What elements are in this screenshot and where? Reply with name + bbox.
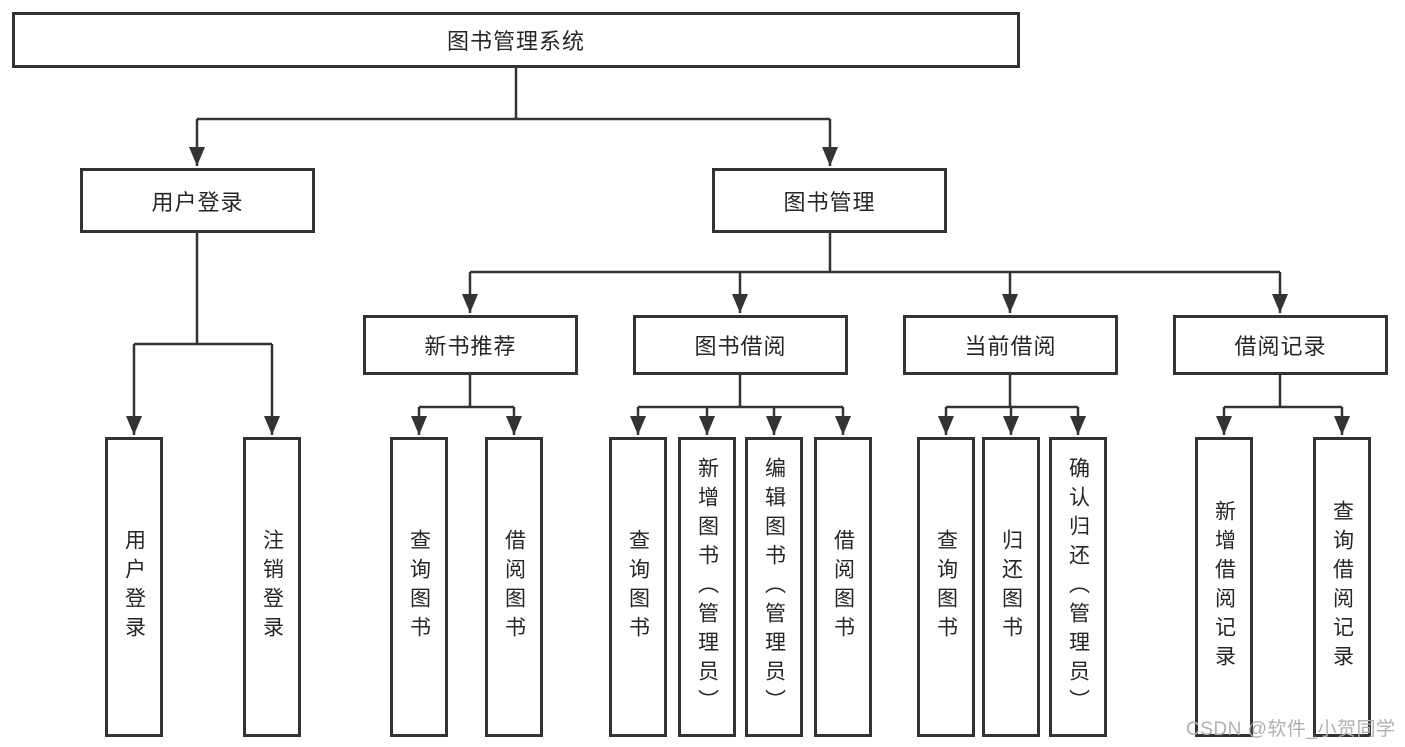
node-leaf-user-login-label: 用户登录 (122, 529, 146, 645)
node-root-system-label: 图书管理系统 (446, 29, 585, 54)
node-book-borrow: 图书借阅 (633, 315, 848, 375)
node-root-system: 图书管理系统 (12, 12, 1020, 68)
node-leaf-query-books-recommend: 查询图书 (390, 437, 448, 737)
connector-book-borrow-trunk (638, 375, 843, 409)
node-leaf-logout: 注销登录 (243, 437, 301, 737)
node-current-borrow: 当前借阅 (903, 315, 1118, 375)
node-leaf-query-books-current-label: 查询图书 (934, 529, 958, 645)
node-current-borrow-label: 当前借阅 (964, 334, 1057, 359)
node-leaf-borrow-books-recommend: 借阅图书 (485, 437, 543, 737)
node-leaf-logout-label: 注销登录 (260, 529, 284, 645)
node-leaf-query-books-borrow-label: 查询图书 (626, 529, 650, 645)
connector-user-login-trunk (134, 233, 272, 346)
node-leaf-borrow-books-borrow-label: 借阅图书 (831, 529, 855, 645)
node-leaf-query-books-recommend-label: 查询图书 (407, 529, 431, 645)
node-new-book-recommend-label: 新书推荐 (424, 334, 517, 359)
node-leaf-query-books-borrow: 查询图书 (609, 437, 667, 737)
node-leaf-add-books-admin: 新增图书（管理员） (678, 437, 736, 737)
node-leaf-query-borrow-record-label: 查询借阅记录 (1330, 500, 1354, 674)
node-leaf-borrow-books-recommend-label: 借阅图书 (502, 529, 526, 645)
node-leaf-edit-books-admin-label: 编辑图书（管理员） (762, 456, 786, 718)
csdn-watermark: CSDN @软件_小贺同学 (1186, 719, 1396, 740)
node-leaf-borrow-books-borrow: 借阅图书 (814, 437, 872, 737)
connector-book-management-trunk (470, 233, 1280, 274)
node-leaf-add-borrow-record: 新增借阅记录 (1195, 437, 1253, 737)
node-leaf-query-borrow-record: 查询借阅记录 (1313, 437, 1371, 737)
node-user-login: 用户登录 (80, 168, 315, 233)
node-book-management-label: 图书管理 (783, 189, 876, 215)
connector-current-borrow-trunk (946, 375, 1078, 409)
node-book-borrow-label: 图书借阅 (694, 334, 787, 359)
node-leaf-edit-books-admin: 编辑图书（管理员） (745, 437, 803, 737)
node-leaf-confirm-return-admin-label: 确认归还（管理员） (1066, 456, 1090, 718)
node-leaf-user-login: 用户登录 (105, 437, 163, 737)
node-leaf-add-borrow-record-label: 新增借阅记录 (1212, 500, 1236, 674)
node-leaf-return-books: 归还图书 (982, 437, 1040, 737)
node-book-management: 图书管理 (712, 168, 947, 233)
node-leaf-return-books-label: 归还图书 (999, 529, 1023, 645)
node-leaf-confirm-return-admin: 确认归还（管理员） (1049, 437, 1107, 737)
connector-borrow-records-trunk (1224, 375, 1342, 409)
node-leaf-add-books-admin-label: 新增图书（管理员） (695, 456, 719, 718)
node-borrow-records: 借阅记录 (1173, 315, 1388, 375)
connector-root-trunk (197, 68, 830, 121)
node-leaf-query-books-current: 查询图书 (917, 437, 975, 737)
node-borrow-records-label: 借阅记录 (1234, 334, 1327, 359)
node-user-login-label: 用户登录 (151, 189, 244, 215)
node-new-book-recommend: 新书推荐 (363, 315, 578, 375)
connector-recommend-trunk (419, 375, 514, 409)
